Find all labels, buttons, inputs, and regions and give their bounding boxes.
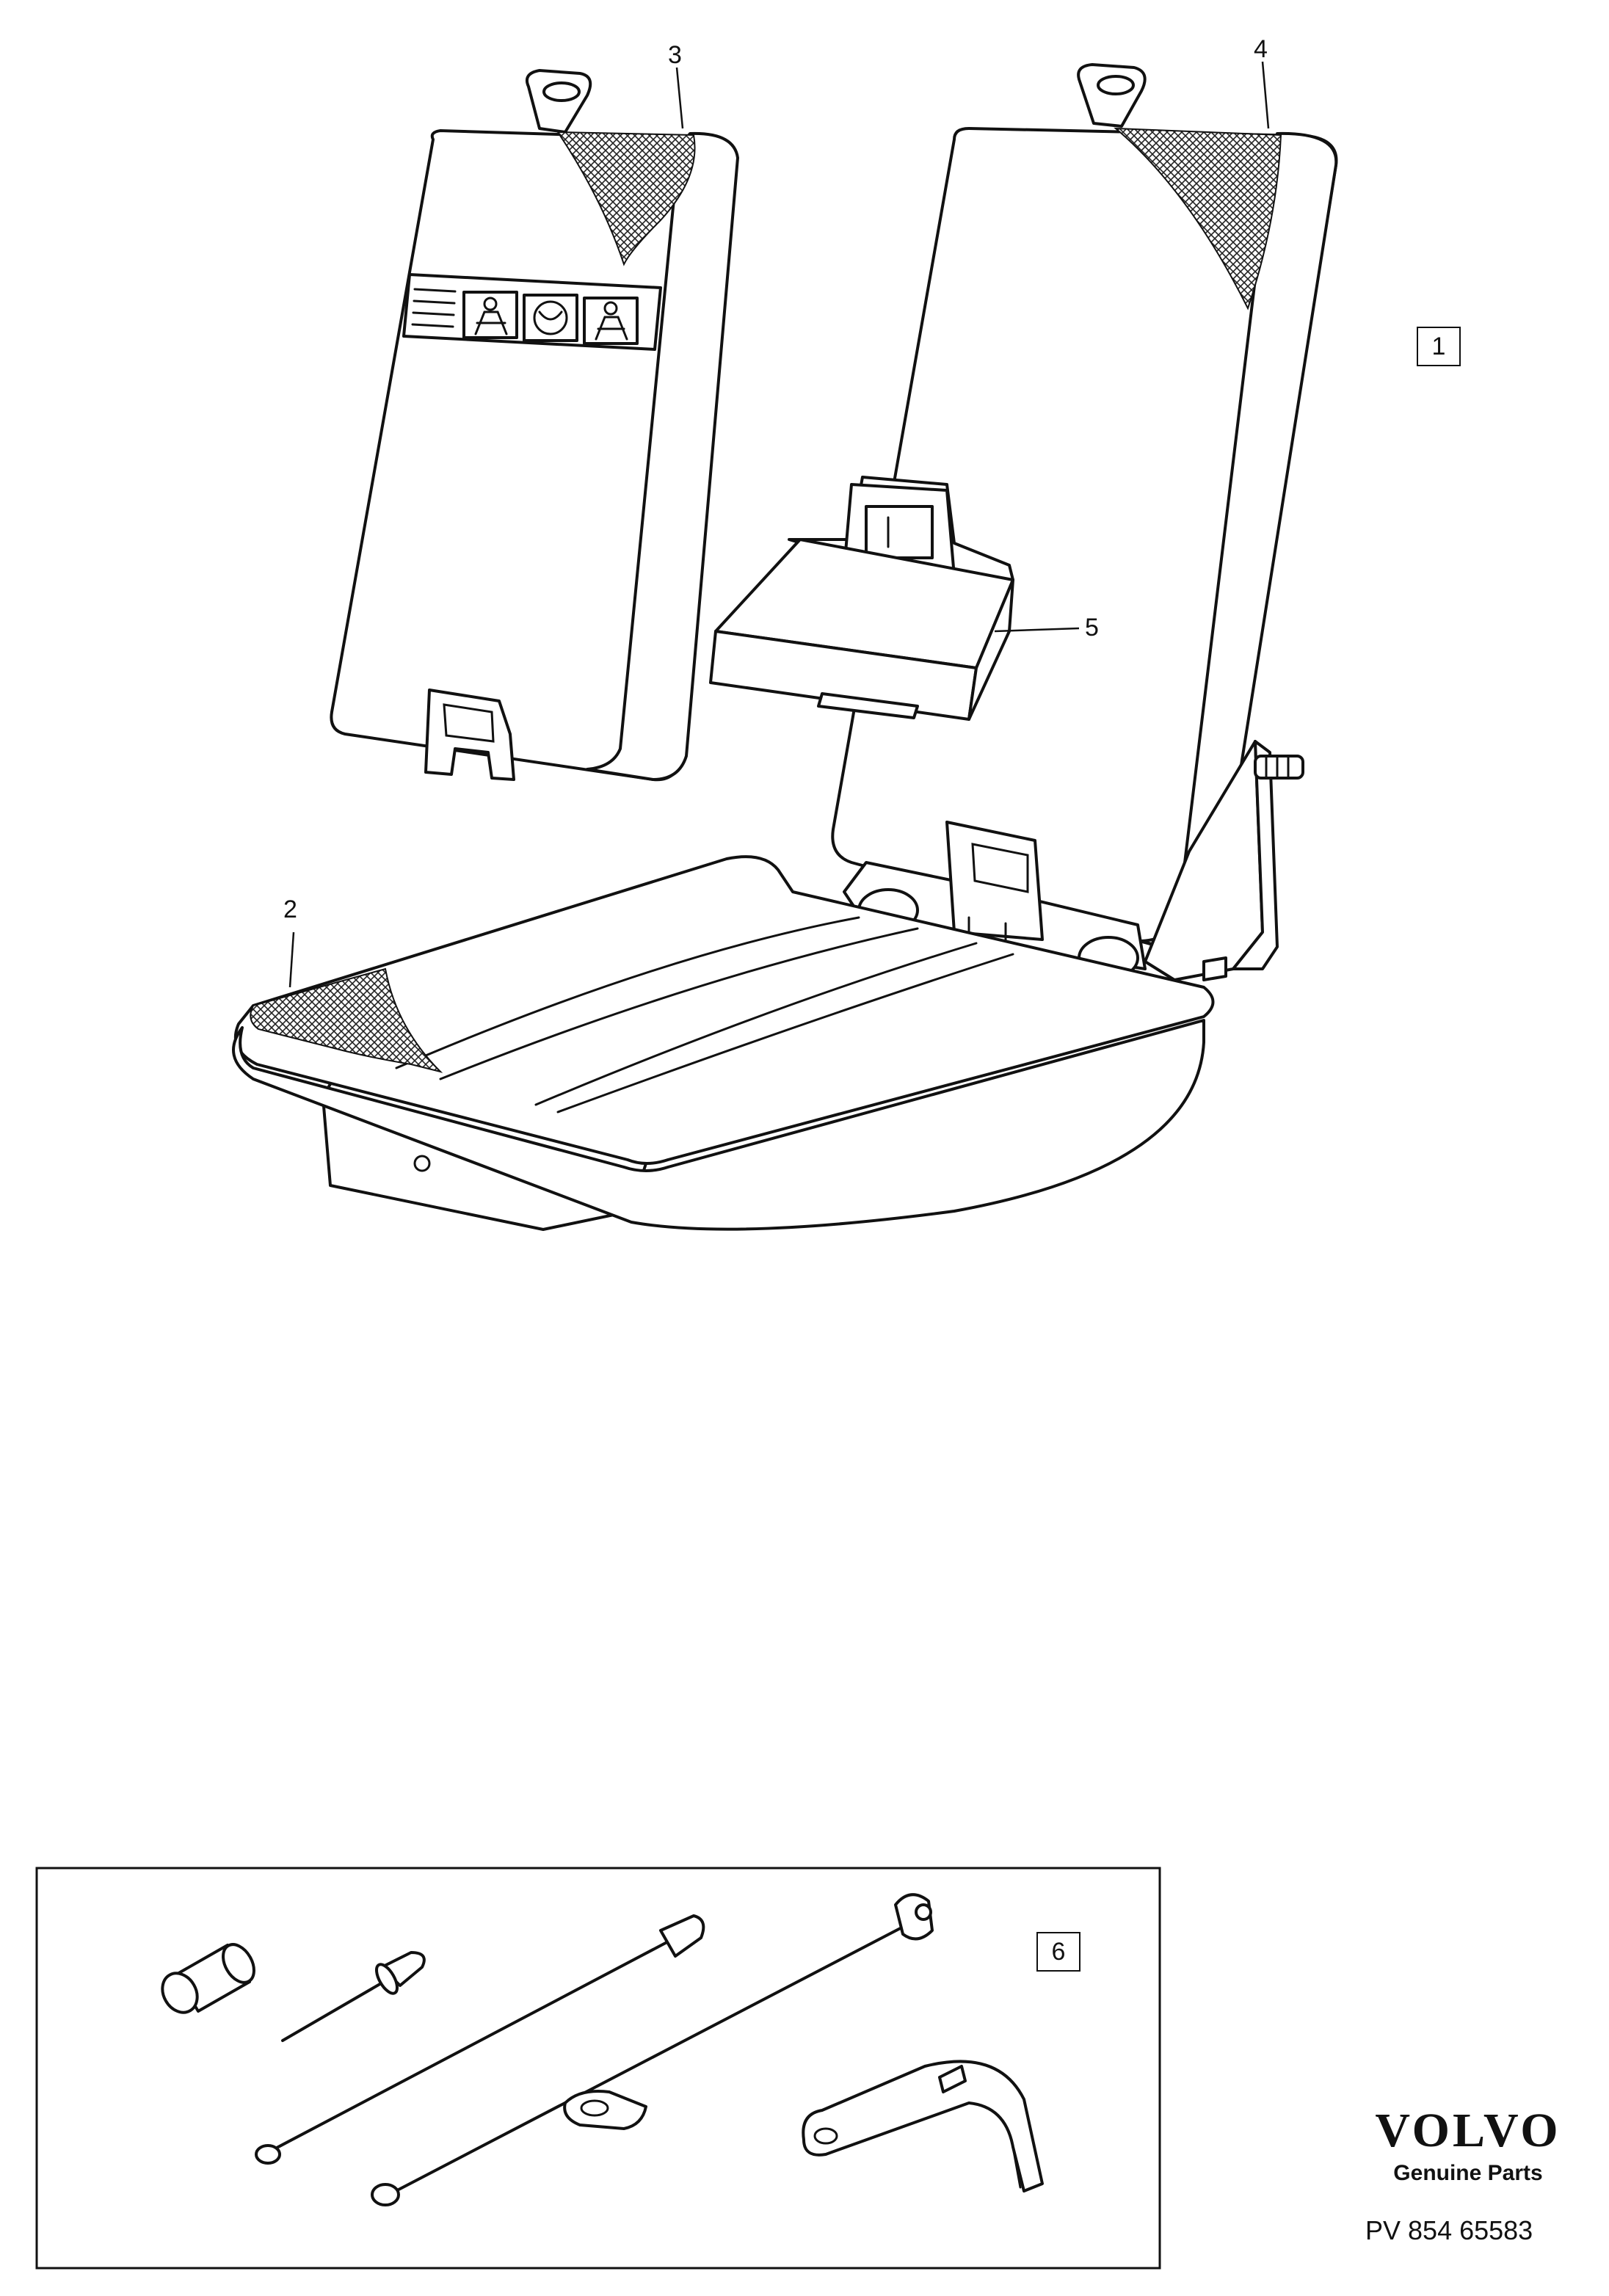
volvo-logo: VOLVO (1375, 2104, 1561, 2157)
label-fitting-kit: 6 (1036, 1932, 1080, 1972)
fitting-kit-panel (35, 1867, 1161, 2270)
backrest-left-hinge (424, 689, 515, 781)
backrest-left-fabric-texture (556, 131, 696, 266)
callout-seat-cushion: 2 (283, 895, 297, 923)
brand-tagline: Genuine Parts (1393, 2161, 1543, 2185)
rivet (281, 1951, 426, 2042)
airbag-pictogram-icon (523, 294, 578, 342)
callout-armrest: 5 (1085, 614, 1099, 642)
backrest-left (330, 69, 739, 782)
pull-rod-short (255, 1914, 705, 2165)
seatbelt-child-pictogram-icon (583, 297, 639, 345)
warning-label (402, 273, 662, 351)
pull-rod-long (371, 1893, 934, 2206)
callout-backrest-right: 4 (1254, 35, 1268, 63)
seat-cushion-fabric-texture (250, 967, 443, 1073)
leader-lines (288, 61, 1270, 988)
label-main-assembly: 1 (1417, 327, 1461, 366)
l-bracket (802, 2060, 1044, 2193)
backrest-right-fabric-texture (1114, 127, 1282, 310)
seat-cushion (232, 821, 1215, 1231)
armrest (709, 476, 1014, 721)
bracket-pin (1254, 755, 1304, 780)
backrest-right (831, 63, 1338, 953)
callout-backrest-left: 3 (668, 41, 682, 69)
headrest-loop-right (1077, 63, 1147, 128)
brand-block: VOLVO Genuine Parts (1343, 2107, 1593, 2186)
headrest-loop-left (525, 69, 592, 134)
part-number: PV 854 65583 (1365, 2215, 1533, 2245)
sleeve-bushing (161, 1943, 255, 2014)
seat-mounting-bracket (1144, 740, 1304, 981)
seatbelt-pictogram-icon (462, 291, 518, 339)
